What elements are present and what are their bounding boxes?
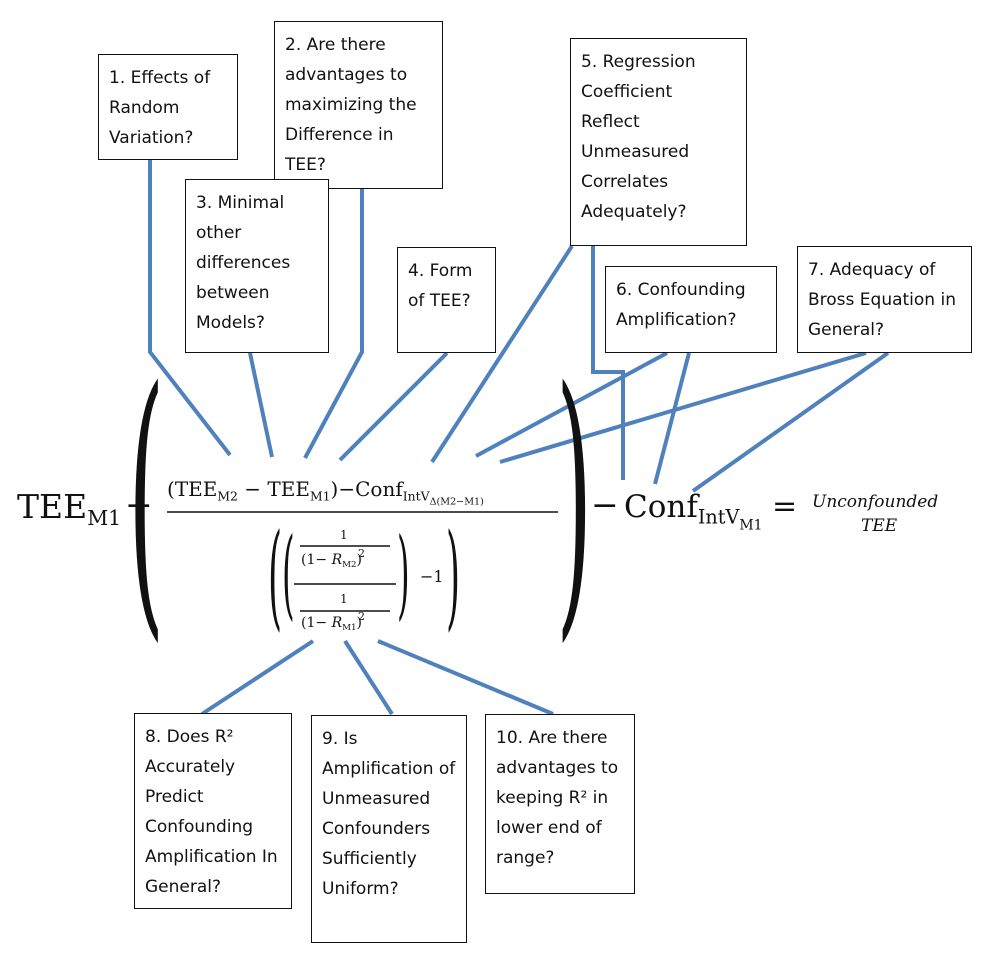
question-box-2: 2. Are there advantages to maximizing th… [274, 21, 443, 189]
result-line-2: TEE [861, 516, 898, 536]
result-line-1: Unconfounded [812, 492, 939, 512]
connector-q7a [499, 351, 867, 464]
connector-q7b [691, 351, 890, 493]
question-box-6: 6. Confounding Amplification? [605, 266, 777, 353]
inner-one-top: 1 [340, 528, 348, 542]
connector-q4 [338, 351, 449, 462]
conf-intv-m1-term: ConfIntVM1 [624, 489, 763, 534]
question-text-7: 7. Adequacy of Bross Equation in General… [808, 260, 956, 340]
r-squared-exp-bottom: 2 [358, 610, 365, 623]
denom-inner-right-paren: ) [397, 517, 410, 631]
question-text-9: 9. Is Amplification of Unmeasured Confou… [322, 729, 456, 899]
question-box-1: 1. Effects of Random Variation? [98, 54, 238, 160]
tee-m1-term: TEEM1 [17, 487, 122, 531]
question-box-4: 4. Form of TEE? [397, 247, 496, 353]
connector-q6a [475, 351, 668, 458]
numerator: (1− (TEEM2 − TEEM1)−ConfIntVΔ(M2−M1) [167, 477, 484, 508]
question-box-8: 8. Does R² Accurately Predict Confoundin… [134, 713, 292, 909]
denom-outer-left-paren: ( [268, 510, 283, 644]
connector-q6b [653, 352, 691, 485]
connector-q5 [430, 244, 574, 464]
connector-q1 [148, 160, 232, 457]
big-right-paren: ) [556, 331, 593, 668]
question-box-5: 5. Regression Coefficient Reflect Unmeas… [570, 38, 747, 246]
connector-q9 [343, 639, 394, 716]
conf-minus: − [591, 485, 619, 524]
question-box-3: 3. Minimal other differences between Mod… [185, 179, 329, 353]
big-left-paren: ( [128, 331, 165, 668]
inner-denom-bottom: (1− RM1) [301, 615, 362, 634]
connector-q10 [377, 639, 554, 716]
question-text-2: 2. Are there advantages to maximizing th… [285, 35, 417, 175]
question-text-1: 1. Effects of Random Variation? [109, 68, 211, 148]
question-text-10: 10. Are there advantages to keeping R² i… [496, 728, 619, 868]
connector-q8 [200, 639, 315, 716]
leading-minus: − [125, 485, 153, 524]
question-text-6: 6. Confounding Amplification? [616, 280, 746, 330]
denom-minus-one: −1 [420, 567, 444, 586]
denom-outer-right-paren: ) [446, 510, 461, 644]
question-text-3: 3. Minimal other differences between Mod… [196, 193, 291, 333]
question-box-7: 7. Adequacy of Bross Equation in General… [797, 246, 972, 353]
question-text-8: 8. Does R² Accurately Predict Confoundin… [145, 727, 278, 897]
question-text-4: 4. Form of TEE? [408, 261, 473, 311]
connector-q3 [248, 352, 274, 458]
question-text-5: 5. Regression Coefficient Reflect Unmeas… [581, 52, 696, 222]
r-squared-exp-top: 2 [358, 547, 365, 560]
equals-sign: = [772, 489, 798, 524]
question-box-9: 9. Is Amplification of Unmeasured Confou… [311, 715, 467, 943]
inner-one-bottom: 1 [340, 592, 348, 606]
connector-q2 [303, 160, 364, 459]
question-box-10: 10. Are there advantages to keeping R² i… [485, 714, 635, 894]
denom-inner-left-paren: ( [282, 517, 295, 631]
inner-denom-top: (1− RM2) [301, 552, 362, 571]
